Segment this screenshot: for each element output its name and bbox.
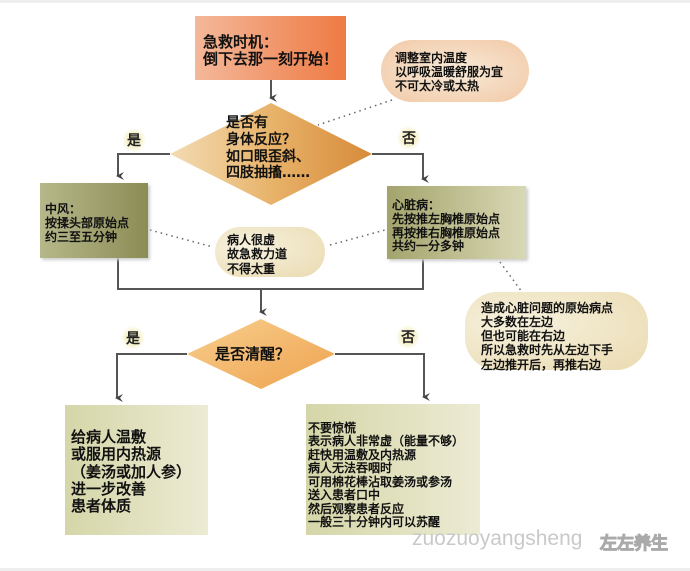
start-box: 急救时机： 倒下去那一刻开始！	[195, 16, 346, 80]
decision1-text: 是否有 身体反应？ 如口眼歪斜、 四肢抽搐……	[226, 115, 310, 182]
temperature-note: 调整室内温度 以呼吸温暖舒服为宜 不可太冷或太热	[381, 40, 529, 102]
decision2-text: 是否清醒？	[215, 345, 291, 363]
decision2-yes-label: 是	[122, 326, 144, 350]
dotted-heart-weak	[329, 229, 386, 246]
decision1-diamond	[170, 103, 372, 205]
dotted-heart-note	[499, 261, 523, 293]
watermark-text: zuozuoyangsheng	[412, 527, 583, 550]
heart-note: 造成心脏问题的原始病点 大多数在左边 但也可能在右边 所以急救时先从左边下手 左…	[465, 292, 648, 372]
arrow-no-to-heart	[372, 153, 429, 183]
bottom-border	[0, 568, 690, 571]
arrow-yes-to-stroke	[116, 153, 170, 180]
decision2-no-label: 否	[397, 325, 419, 349]
dotted-stroke-weak	[149, 229, 214, 248]
watermark-name: 左左养生	[600, 534, 669, 555]
weak-patient-note: 病人很虚 故急救力道 不得太重	[215, 227, 325, 277]
decision1-no-label: 否	[398, 126, 420, 150]
decision1-yes-label: 是	[123, 128, 145, 152]
unconscious-box: 不要惊慌 表示病人非常虚（能量不够） 赶快用温敷及内热源 病人无法吞咽时 可用棉…	[306, 404, 480, 535]
stroke-box: 中风： 按揉头部原始点 约三至五分钟	[40, 183, 148, 258]
top-border	[0, 0, 690, 3]
decision2-diamond	[187, 319, 335, 389]
arrow-no-to-unconscious	[335, 353, 430, 401]
merge-line	[117, 258, 424, 290]
dotted-temp-note	[317, 99, 393, 126]
heart-box: 心脏病： 先按推左胸椎原始点 再按推右胸椎原始点 共约一分多钟	[387, 186, 526, 259]
conscious-box: 给病人温敷 或服用内热源 （姜汤或加人参） 进一步改善 患者体质	[65, 405, 208, 535]
arrow-yes-to-conscious	[115, 353, 187, 402]
